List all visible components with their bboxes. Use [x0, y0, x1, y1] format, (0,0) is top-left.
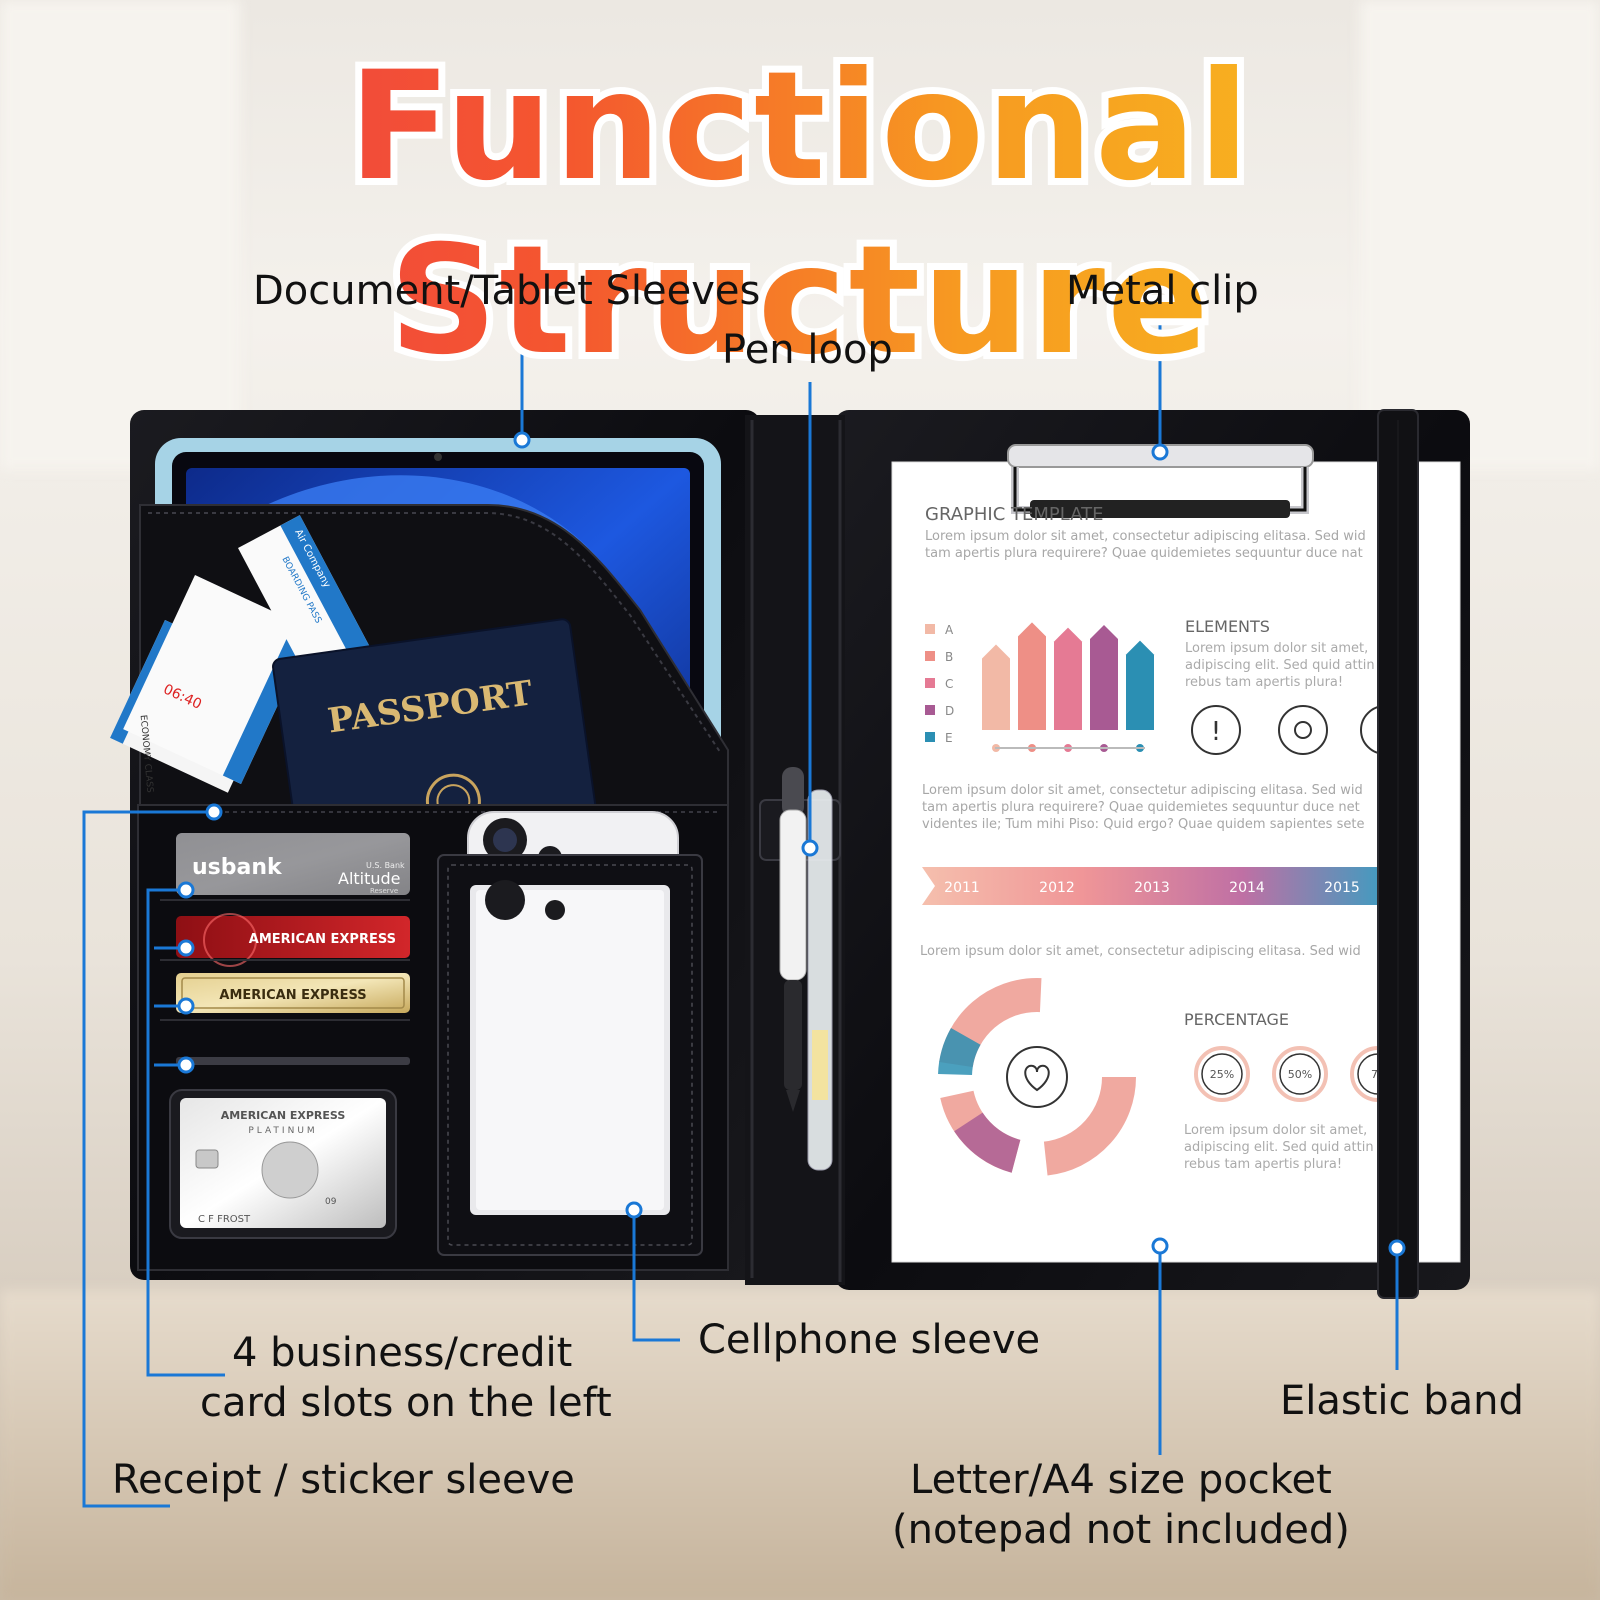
usbank-small: U.S. Bank [366, 861, 405, 870]
usbank-name: Altitude [338, 869, 401, 888]
info-intro: Lorem ipsum dolor sit amet, consectetur … [925, 529, 1366, 561]
legend-swatch-E [925, 732, 935, 742]
card-amex-platinum: AMERICAN EXPRESS PLATINUM C F FROST 09 [169, 1089, 397, 1239]
bar-D [1090, 625, 1118, 730]
timeline-year-2014: 2014 [1229, 880, 1265, 896]
timeline-year-2011: 2011 [944, 880, 980, 896]
callout-lines [82, 308, 1399, 1508]
legend-label-A: A [945, 623, 954, 637]
info-heading: GRAPHIC TEMPLATE [925, 504, 1104, 525]
timeline-year-2015: 2015 [1324, 880, 1360, 896]
legend-swatch-B [925, 651, 935, 661]
amex-plat-holder: C F FROST [198, 1214, 251, 1225]
label-elastic-band: Elastic band [1280, 1378, 1524, 1424]
amex-plat-line1: AMERICAN EXPRESS [221, 1109, 346, 1122]
background-table [0, 1290, 1600, 1600]
svg-text:!: ! [1211, 717, 1221, 747]
legend-label-B: B [945, 650, 953, 664]
timeline-year-2012: 2012 [1039, 880, 1075, 896]
background-window-right [1360, 0, 1600, 470]
bar-C [1054, 627, 1082, 730]
bar-B [1018, 622, 1046, 730]
usbank-logo: usbank [192, 855, 283, 880]
card-amex-gold: AMERICAN EXPRESS [176, 973, 410, 1013]
bar-A [982, 644, 1010, 730]
amex-plat-line2: PLATINUM [248, 1126, 317, 1136]
info-pct-text: Lorem ipsum dolor sit amet, adipiscing e… [1184, 1123, 1374, 1172]
label-card-slots-2: card slots on the left [200, 1380, 612, 1426]
gauge-label-1: 50% [1288, 1068, 1312, 1081]
amex-red-label: AMERICAN EXPRESS [249, 932, 396, 947]
label-cellphone-sleeve: Cellphone sleeve [698, 1317, 1041, 1363]
card-slot-empty [176, 1057, 410, 1065]
card-amex-red: AMERICAN EXPRESS [176, 913, 410, 967]
info-timeline: 2011 2012 2013 2014 2015 [944, 880, 1360, 896]
gear-icon [1278, 705, 1328, 755]
info-elements-title: ELEMENTS [1185, 617, 1270, 636]
gauge-ring-0 [1194, 1046, 1250, 1102]
label-receipt-sleeve: Receipt / sticker sleeve [112, 1457, 575, 1503]
legend-swatch-C [925, 678, 935, 688]
legend-label-E: E [945, 731, 953, 745]
amex-gold-label: AMERICAN EXPRESS [219, 988, 366, 1003]
page-title-outline: Functional Structure [0, 33, 1600, 395]
legend-swatch-D [925, 705, 935, 715]
label-metal-clip: Metal clip [1066, 268, 1259, 314]
gauge-inner-1 [1279, 1053, 1321, 1095]
info-para2: Lorem ipsum dolor sit amet, consectetur … [922, 783, 1365, 832]
pens [759, 767, 841, 1171]
bar-E [1126, 640, 1154, 730]
legend-swatch-A [925, 624, 935, 634]
exclamation-icon [1191, 705, 1241, 755]
legend-label-C: C [945, 677, 953, 691]
info-donut [938, 978, 1136, 1176]
info-bar-chart [982, 622, 1154, 752]
gauge-ring-1 [1272, 1046, 1328, 1102]
page-title: Functional Structure [0, 40, 1600, 388]
heart-icon [1006, 1046, 1068, 1108]
label-card-slots-1: 4 business/credit [232, 1330, 573, 1376]
passport: PASSPORT [272, 618, 597, 859]
amex-plat-num: 09 [325, 1197, 337, 1207]
timeline-year-2013: 2013 [1134, 880, 1170, 896]
card-usbank: usbank U.S. Bank Altitude Reserve [176, 833, 410, 895]
info-elements-text: Lorem ipsum dolor sit amet, adipiscing e… [1185, 641, 1375, 690]
label-document-sleeves: Document/Tablet Sleeves [253, 268, 761, 314]
boarding-passes: 06:40 ECONOMY CLASS Air Company BOARDING… [110, 515, 385, 794]
legend-label-D: D [945, 704, 954, 718]
info-para3: Lorem ipsum dolor sit amet, consectetur … [920, 944, 1361, 959]
callout-dots [177, 431, 1406, 1257]
infographic: GRAPHIC TEMPLATE Lorem ipsum dolor sit a… [920, 504, 1410, 1176]
label-pen-loop: Pen loop [722, 327, 893, 373]
background-window-left [0, 0, 240, 470]
cellphone-sleeve [437, 854, 703, 1256]
label-pocket-2: (notepad not included) [892, 1507, 1350, 1553]
gauge-label-0: 25% [1210, 1068, 1234, 1081]
usbank-sub: Reserve [370, 887, 398, 895]
label-pocket-1: Letter/A4 size pocket [910, 1457, 1332, 1503]
gauge-inner-0 [1201, 1053, 1243, 1095]
info-percentage-title: PERCENTAGE [1184, 1010, 1289, 1029]
